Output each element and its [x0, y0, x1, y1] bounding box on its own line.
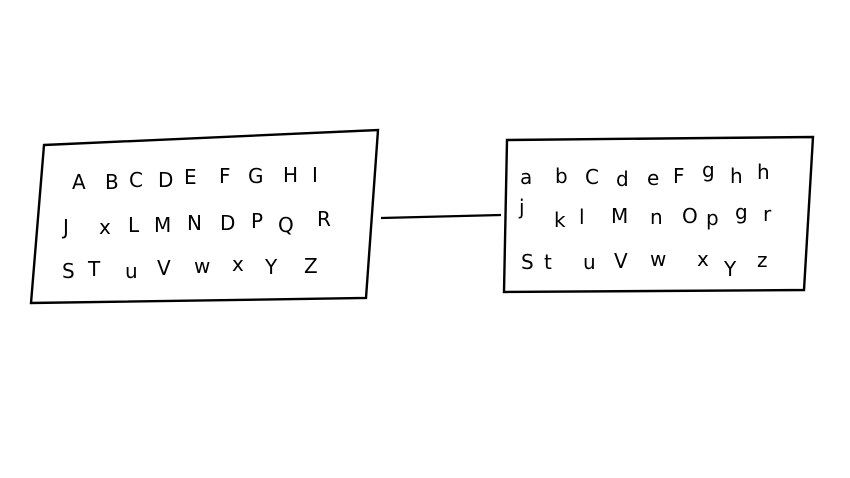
right-letter: b: [555, 164, 568, 188]
left-letter: x: [99, 215, 111, 239]
right-letter: r: [763, 202, 772, 226]
left-letter: Q: [278, 213, 294, 237]
right-letter: g: [735, 200, 748, 224]
right-letter: d: [616, 167, 629, 191]
left-letter: N: [187, 211, 202, 235]
left-letter: u: [125, 259, 138, 283]
right-letter: w: [650, 247, 666, 271]
left-letter: R: [317, 207, 331, 231]
left-letter: H: [283, 163, 298, 187]
right-letter: F: [673, 164, 685, 188]
left-letter: D: [220, 211, 235, 235]
left-letter: T: [87, 257, 101, 281]
right-letter: C: [585, 165, 599, 189]
left-letter: w: [194, 254, 210, 278]
left-letter: M: [154, 213, 171, 237]
right-letter: V: [614, 249, 628, 273]
right-letter: e: [647, 166, 659, 190]
left-letter: L: [128, 213, 140, 237]
right-letter: M: [611, 204, 628, 228]
left-letter: I: [312, 163, 318, 187]
right-letter: S: [521, 250, 534, 274]
right-letter: j: [518, 195, 525, 219]
left-letter: P: [251, 209, 263, 233]
right-letter: a: [520, 165, 532, 189]
left-letter: Y: [264, 255, 278, 279]
left-letter: D: [158, 168, 173, 192]
right-letter: n: [650, 205, 663, 229]
left-letter: B: [105, 170, 119, 194]
left-letter: E: [184, 165, 197, 189]
right-letter: l: [579, 205, 585, 229]
right-letter: g: [702, 158, 715, 182]
left-letter: J: [61, 215, 69, 239]
right-letter: O: [682, 204, 698, 228]
right-box-letters: a b C d e F g h h j k l M n O p g r S t …: [518, 158, 772, 281]
right-letter: h: [757, 160, 770, 184]
left-letter: S: [62, 259, 75, 283]
left-box-letters: A B C D E F G H I J x L M N D P Q R S T …: [61, 163, 331, 283]
right-letter: k: [554, 208, 566, 232]
left-letter: V: [157, 256, 171, 280]
right-letter: x: [697, 247, 709, 271]
left-letter: Z: [304, 254, 318, 278]
left-letter: F: [219, 164, 231, 188]
right-letter: h: [730, 164, 743, 188]
left-letter: C: [129, 168, 143, 192]
connector-line: [380, 213, 502, 220]
right-letter: p: [706, 206, 719, 230]
left-box-outline: [29, 128, 380, 305]
left-letter: G: [248, 164, 264, 188]
right-letter: Y: [723, 257, 737, 281]
left-letter: A: [72, 170, 86, 194]
right-letter: u: [583, 250, 596, 274]
left-letter: x: [232, 252, 244, 276]
right-box-outline: [502, 135, 815, 294]
right-letter: t: [544, 250, 552, 274]
right-letter: z: [757, 248, 768, 272]
